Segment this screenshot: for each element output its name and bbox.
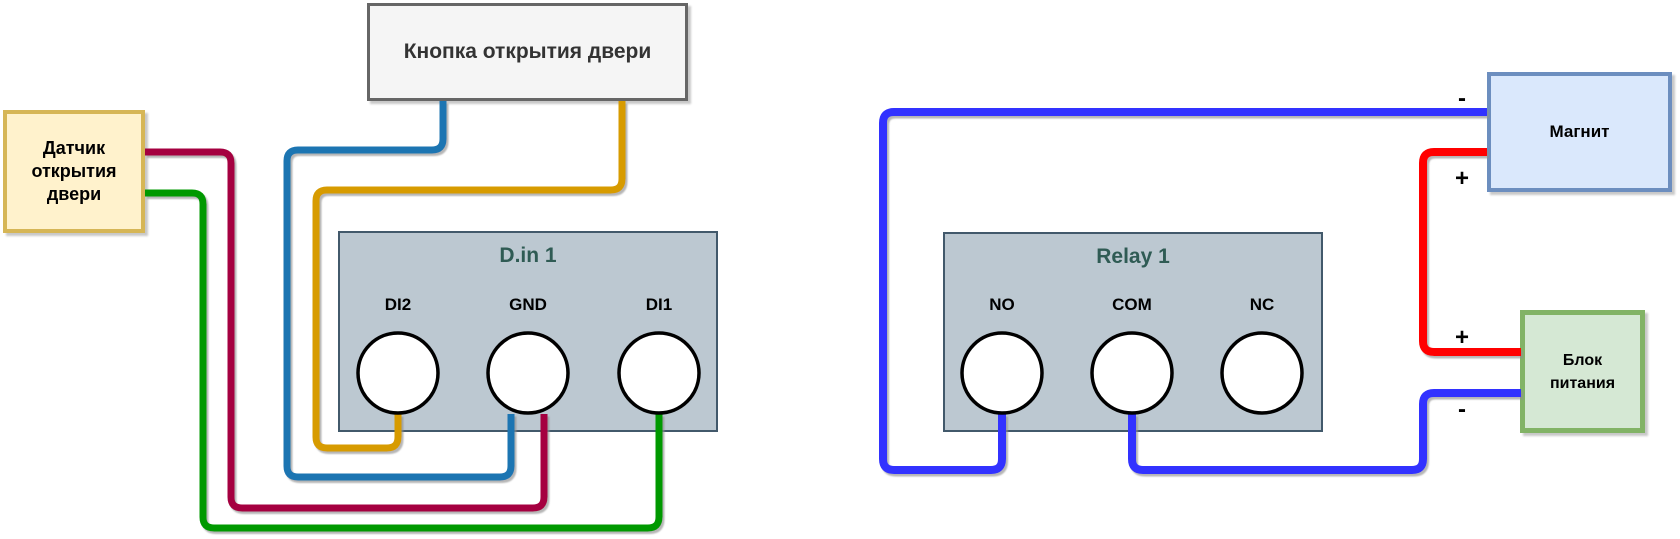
terminal-label-no: NO — [989, 295, 1015, 314]
power-supply-box: Блок питания — [1520, 310, 1645, 433]
magnet-label: Магнит — [1549, 122, 1610, 141]
door-open-sensor-box: Датчик открытия двери — [3, 110, 145, 233]
terminal-label-di1: DI1 — [645, 295, 673, 314]
terminal-label-nc: NC — [1249, 295, 1275, 314]
door-open-sensor-label: Датчик открытия двери — [31, 138, 117, 204]
din1-block-title: D.in 1 — [499, 244, 557, 267]
door-open-button-label: Кнопка открытия двери — [403, 40, 652, 63]
terminal-label-com: COM — [1112, 295, 1152, 314]
relay1-block-title: Relay 1 — [1096, 245, 1170, 268]
polarity-label-magnet-plus-terminal: + — [1454, 165, 1469, 192]
polarity-label-magnet-minus-terminal: - — [1458, 85, 1466, 112]
magnet-box: Магнит — [1487, 72, 1672, 192]
door-open-button-box: Кнопка открытия двери — [367, 3, 688, 101]
terminal-label-gnd: GND — [509, 295, 547, 314]
relay1-block: Relay 1 — [943, 232, 1323, 432]
din1-block: D.in 1 — [338, 231, 718, 432]
power-supply-label: Блок питания — [1549, 351, 1616, 392]
polarity-label-psu-plus-terminal: + — [1454, 324, 1469, 351]
terminal-label-di2: DI2 — [384, 295, 412, 314]
polarity-label-psu-minus-terminal: - — [1458, 396, 1466, 423]
